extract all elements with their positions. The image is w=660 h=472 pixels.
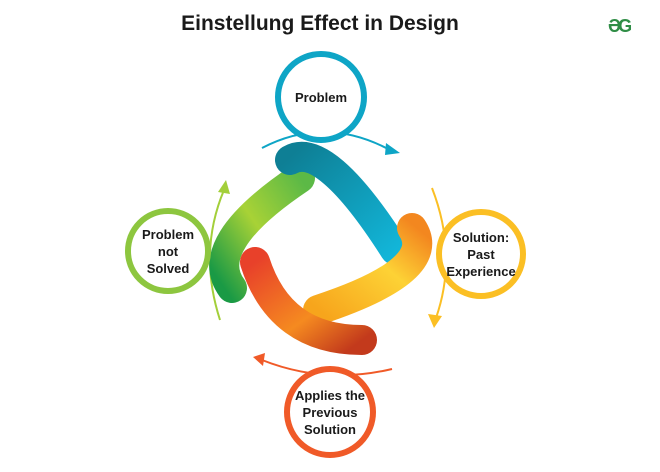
page-title: Einstellung Effect in Design bbox=[181, 12, 459, 35]
arrowhead-icon bbox=[428, 314, 442, 328]
circle-problem bbox=[275, 51, 367, 143]
step-label-problem: Problem bbox=[294, 89, 347, 105]
step-label-not-solved: Problem not Solved bbox=[141, 226, 194, 276]
ribbon-green bbox=[209, 163, 315, 303]
arrowhead-icon bbox=[385, 143, 400, 155]
step-label-applies: Applies the Previous Solution bbox=[294, 387, 366, 437]
circle-solution bbox=[436, 209, 526, 299]
gfg-logo: ƏG bbox=[608, 16, 632, 36]
circle-applies bbox=[284, 366, 376, 458]
arrowhead-icon bbox=[253, 353, 265, 366]
step-label-solution: Solution: Past Experience bbox=[446, 229, 516, 279]
circle-not-solved bbox=[125, 208, 211, 294]
ribbon-blue bbox=[275, 142, 410, 265]
arrowhead-icon bbox=[218, 180, 230, 194]
ribbon-yellow bbox=[303, 213, 433, 325]
ribbon-red bbox=[240, 247, 377, 355]
